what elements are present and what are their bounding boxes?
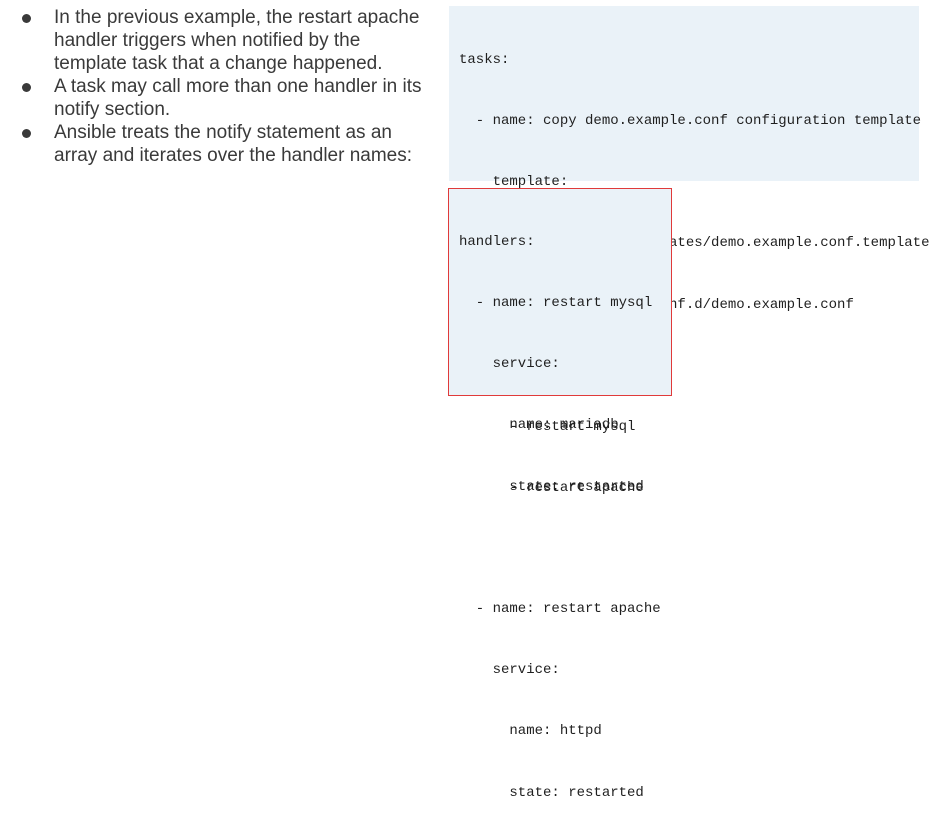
- bullet-dot-icon: [22, 83, 31, 92]
- code-line: - name: restart mysql: [459, 295, 653, 312]
- bullet-dot-icon: [22, 14, 31, 23]
- code-line: tasks:: [459, 51, 510, 68]
- code-line: name: httpd: [459, 723, 602, 740]
- bullet-item: In the previous example, the restart apa…: [18, 6, 428, 75]
- code-line: - name: copy demo.example.conf configura…: [459, 113, 922, 130]
- bullet-list: In the previous example, the restart apa…: [18, 6, 428, 167]
- bullet-text: In the previous example, the restart apa…: [54, 7, 420, 74]
- bullet-text: A task may call more than one handler in…: [54, 76, 422, 120]
- handlers-code-block: handlers: - name: restart mysql service:…: [448, 188, 672, 801]
- code-line: state: restarted: [459, 478, 644, 495]
- bullet-item: Ansible treats the notify statement as a…: [18, 121, 428, 167]
- code-line: name: mariadb: [459, 417, 619, 434]
- code-line: [459, 538, 671, 558]
- bullet-item: A task may call more than one handler in…: [18, 75, 428, 121]
- code-line: state: restarted: [459, 784, 644, 801]
- tasks-code-block: tasks: - name: copy demo.example.conf co…: [449, 6, 929, 496]
- code-line: service:: [459, 662, 560, 679]
- bullet-dot-icon: [22, 129, 31, 138]
- code-line: service:: [459, 356, 560, 373]
- code-line: - name: restart apache: [459, 601, 661, 618]
- code-line: template:: [459, 174, 569, 191]
- code-line: handlers:: [459, 233, 535, 250]
- bullet-text: Ansible treats the notify statement as a…: [54, 122, 413, 166]
